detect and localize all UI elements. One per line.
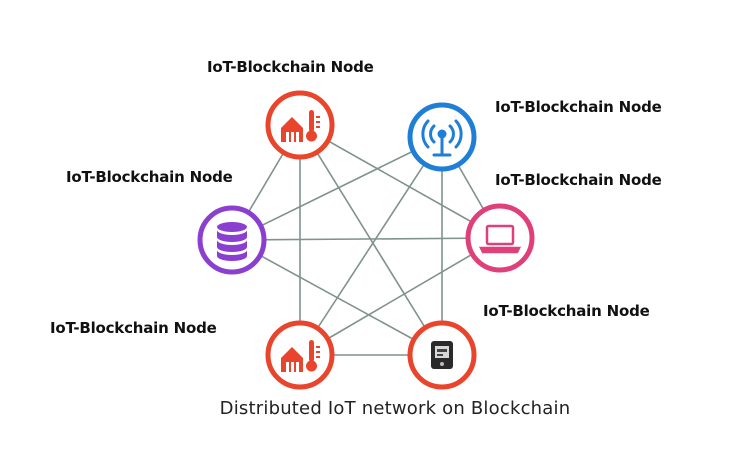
antenna-signal-icon <box>421 119 463 157</box>
node-label-bottom-right: IoT-Blockchain Node <box>483 302 650 320</box>
node-left <box>197 205 267 275</box>
warehouse-thermometer-icon <box>281 110 320 142</box>
edge-top-left-bottom-right <box>299 124 443 356</box>
edge-top-right-bottom-left <box>299 136 443 356</box>
sensor-device-icon <box>431 341 453 369</box>
edge-right-bottom-left <box>299 237 501 356</box>
edge-top-left-right <box>299 124 501 239</box>
diagram-caption: Distributed IoT network on Blockchain <box>219 398 571 419</box>
edge-left-bottom-right <box>231 239 443 356</box>
database-icon <box>217 222 247 261</box>
node-right <box>465 203 535 273</box>
edge-top-right-left <box>231 136 443 241</box>
node-label-top-left: IoT-Blockchain Node <box>207 58 374 76</box>
node-label-bottom-left: IoT-Blockchain Node <box>50 319 217 337</box>
laptop-icon <box>478 224 522 254</box>
node-label-left: IoT-Blockchain Node <box>66 168 233 186</box>
node-label-right: IoT-Blockchain Node <box>495 171 662 189</box>
node-top-left <box>265 90 335 160</box>
edge-left-right <box>231 237 501 241</box>
node-label-top-right: IoT-Blockchain Node <box>495 98 662 116</box>
node-bottom-right <box>407 320 477 390</box>
warehouse-thermometer-icon <box>281 340 320 372</box>
node-top-right <box>407 102 477 172</box>
node-bottom-left <box>265 320 335 390</box>
